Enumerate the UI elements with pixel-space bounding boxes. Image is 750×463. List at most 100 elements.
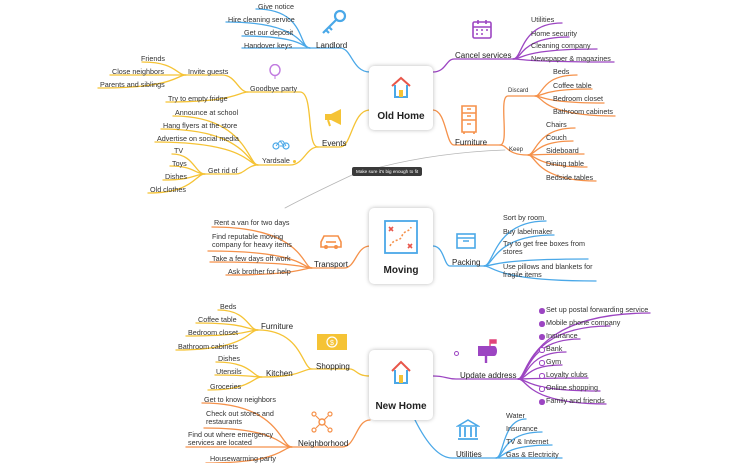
bicycle-icon — [272, 140, 290, 150]
balloon-icon — [269, 64, 281, 79]
node-item[interactable]: Housewarming party — [210, 454, 276, 463]
dresser-icon — [461, 105, 477, 134]
node-item[interactable]: Find reputable moving company for heavy … — [212, 232, 292, 250]
node-item[interactable]: Sort by room — [503, 213, 545, 222]
node-packing[interactable]: Packing — [452, 258, 481, 267]
box-icon — [456, 233, 476, 249]
node-utilities[interactable]: Utilities — [456, 450, 482, 459]
node-old-furniture[interactable]: Furniture — [455, 138, 488, 147]
node-item[interactable]: Newspaper & magazines — [531, 54, 611, 63]
node-item[interactable]: Dining table — [546, 159, 584, 168]
marker-filled — [539, 308, 545, 314]
node-item[interactable]: Insurance — [546, 331, 578, 340]
node-item[interactable]: TV & Internet — [506, 437, 549, 446]
node-item[interactable]: Dishes — [218, 354, 240, 363]
node-item[interactable]: Beds — [220, 302, 237, 311]
node-kitchen[interactable]: Kitchen — [266, 369, 293, 378]
calendar-icon — [472, 20, 492, 39]
update-address-branch — [432, 312, 651, 405]
node-invite-guests[interactable]: Invite guests — [188, 67, 229, 76]
node-keep[interactable]: Keep — [509, 147, 524, 153]
money-icon: $ — [317, 334, 347, 350]
root-new-home[interactable]: New Home — [369, 350, 433, 420]
node-item[interactable]: Rent a van for two days — [214, 218, 290, 227]
node-item[interactable]: Bedside tables — [546, 173, 594, 182]
node-item[interactable]: Insurance — [506, 424, 538, 433]
marker-filled — [539, 334, 545, 340]
node-item[interactable]: Chairs — [546, 120, 567, 129]
node-item[interactable]: Hang flyers at the store — [163, 121, 238, 130]
node-item[interactable]: Online shopping — [546, 383, 598, 392]
megaphone-icon — [325, 109, 341, 127]
node-item[interactable]: Advertise on social media — [157, 134, 239, 143]
node-events[interactable]: Events — [322, 139, 347, 148]
car-icon — [320, 235, 342, 249]
node-item[interactable]: Bank — [546, 344, 563, 353]
node-item[interactable]: Get to know neighbors — [204, 395, 276, 404]
node-item[interactable]: Family and friends — [546, 396, 605, 405]
node-item[interactable]: Mobile phone company — [546, 318, 621, 327]
node-item[interactable]: Couch — [546, 133, 567, 142]
node-item[interactable]: Use pillows and blankets for fragile ite… — [503, 262, 593, 280]
node-item[interactable]: Gas & Electricity — [506, 450, 559, 459]
node-item[interactable]: Try to empty fridge — [168, 94, 228, 103]
bank-icon — [456, 419, 480, 440]
node-item[interactable]: Utensils — [216, 367, 242, 376]
node-item[interactable]: Utilities — [531, 15, 555, 24]
collapse-handle[interactable] — [454, 351, 459, 356]
marker-empty — [539, 373, 545, 379]
node-shopping[interactable]: Shopping — [316, 362, 350, 371]
cancel-services-branch — [432, 22, 615, 73]
node-item[interactable]: Groceries — [210, 382, 242, 391]
node-discard[interactable]: Discard — [508, 88, 529, 94]
node-item[interactable]: Gym — [546, 357, 562, 366]
node-new-furniture[interactable]: Furniture — [261, 322, 294, 331]
node-transport[interactable]: Transport — [314, 260, 348, 269]
node-yardsale[interactable]: Yardsale — [262, 156, 290, 165]
collapse-handle[interactable] — [293, 160, 296, 163]
node-item[interactable]: Hire cleaning service — [228, 15, 295, 24]
root-moving[interactable]: Moving — [369, 208, 433, 284]
node-item[interactable]: Set up postal forwarding service — [546, 305, 649, 314]
node-cancel-services[interactable]: Cancel services — [455, 51, 512, 60]
node-item[interactable]: Coffee table — [198, 315, 237, 324]
node-item[interactable]: Check out stores and restaurants — [206, 409, 274, 427]
node-item[interactable]: Bathroom cabinets — [178, 342, 238, 351]
node-item[interactable]: Find out where emergency services are lo… — [188, 430, 274, 448]
node-item[interactable]: Water — [506, 411, 525, 420]
node-item[interactable]: Announce at school — [175, 108, 239, 117]
node-item[interactable]: Handover keys — [244, 41, 292, 50]
node-item[interactable]: Home security — [531, 29, 577, 38]
node-item[interactable]: Give notice — [258, 2, 294, 11]
node-item[interactable]: Get our deposit — [244, 28, 294, 37]
node-item[interactable]: Friends — [141, 54, 165, 63]
node-item[interactable]: Old clothes — [150, 185, 186, 194]
node-goodbye-party[interactable]: Goodbye party — [250, 84, 298, 93]
node-item[interactable]: Ask brother for help — [228, 267, 291, 276]
events-branch — [97, 61, 371, 194]
node-item[interactable]: Dishes — [165, 172, 187, 181]
house-icon — [391, 360, 411, 384]
node-get-rid-of[interactable]: Get rid of — [208, 166, 238, 175]
node-item[interactable]: Take a few days off work — [212, 254, 291, 263]
node-landlord[interactable]: Landlord — [316, 41, 348, 50]
node-item[interactable]: Close neighbors — [112, 67, 164, 76]
node-neighborhood[interactable]: Neighborhood — [298, 439, 349, 448]
node-item[interactable]: Buy labelmaker — [503, 227, 553, 236]
root-old-home[interactable]: Old Home — [369, 66, 433, 130]
node-item[interactable]: Parents and siblings — [100, 80, 165, 89]
node-item[interactable]: TV — [174, 146, 184, 155]
node-item[interactable]: Try to get free boxes from stores — [503, 239, 586, 257]
node-item[interactable]: Beds — [553, 67, 570, 76]
node-update-address[interactable]: Update address — [460, 371, 517, 380]
node-item[interactable]: Bedroom closet — [188, 328, 238, 337]
node-item[interactable]: Sideboard — [546, 146, 579, 155]
node-item[interactable]: Cleaning company — [531, 41, 591, 50]
node-item[interactable]: Toys — [172, 159, 187, 168]
node-item[interactable]: Bathroom cabinets — [553, 107, 613, 116]
node-item[interactable]: Bedroom closet — [553, 94, 603, 103]
utilities-branch — [414, 418, 563, 459]
node-item[interactable]: Coffee table — [553, 81, 592, 90]
node-item[interactable]: Loyalty clubs — [546, 370, 588, 379]
